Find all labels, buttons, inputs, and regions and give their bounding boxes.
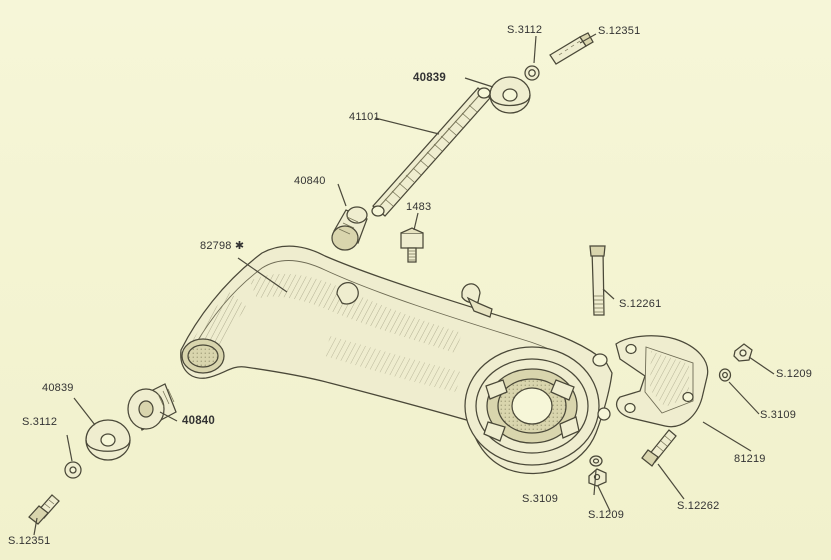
washer-s3109-right xyxy=(718,368,732,382)
label-s12351-top: S.12351 xyxy=(598,25,641,37)
bush-40840-left xyxy=(127,383,177,431)
spacer-40839-left xyxy=(85,419,131,461)
washer-s3112-left xyxy=(64,461,82,479)
label-s12351-bottom: S.12351 xyxy=(8,535,51,547)
label-s3112-left: S.3112 xyxy=(22,416,58,428)
bolt-s12262 xyxy=(641,429,677,467)
top-bolt-s12351 xyxy=(549,32,594,65)
threaded-rod-41101 xyxy=(371,87,491,217)
label-s12261: S.12261 xyxy=(619,298,662,310)
bracket-81219 xyxy=(615,335,709,428)
label-s1209-right: S.1209 xyxy=(776,368,813,380)
label-40840-top: 40840 xyxy=(294,175,326,187)
leader-lines xyxy=(33,33,775,536)
label-s1209-bottom: S.1209 xyxy=(588,509,625,521)
label-81219: 81219 xyxy=(734,453,766,465)
bolt-s12261 xyxy=(589,245,606,316)
bush-40840-top xyxy=(331,206,368,251)
label-40839-left: 40839 xyxy=(42,382,74,394)
washer-s3109-bottom xyxy=(589,455,603,467)
label-40840-left: 40840 xyxy=(182,415,215,427)
hub-assembly xyxy=(464,346,611,466)
nut-s1209-right xyxy=(733,343,753,362)
label-40839-top: 40839 xyxy=(413,72,446,84)
label-s12262: S.12262 xyxy=(677,500,720,512)
label-82798: 82798 ✱ xyxy=(200,240,245,252)
label-41101: 41101 xyxy=(349,111,380,123)
grease-nipple-1483 xyxy=(400,227,424,263)
label-s3109-bottom: S.3109 xyxy=(522,493,559,505)
label-s3112-top: S.3112 xyxy=(507,24,543,36)
label-s3109-right: S.3109 xyxy=(760,409,797,421)
label-1483: 1483 xyxy=(406,201,432,213)
top-spacer-40839 xyxy=(489,76,531,114)
top-washer-s3112 xyxy=(524,65,540,81)
nut-s1209-bottom xyxy=(588,468,607,487)
bolt-s12351-left xyxy=(28,494,60,525)
